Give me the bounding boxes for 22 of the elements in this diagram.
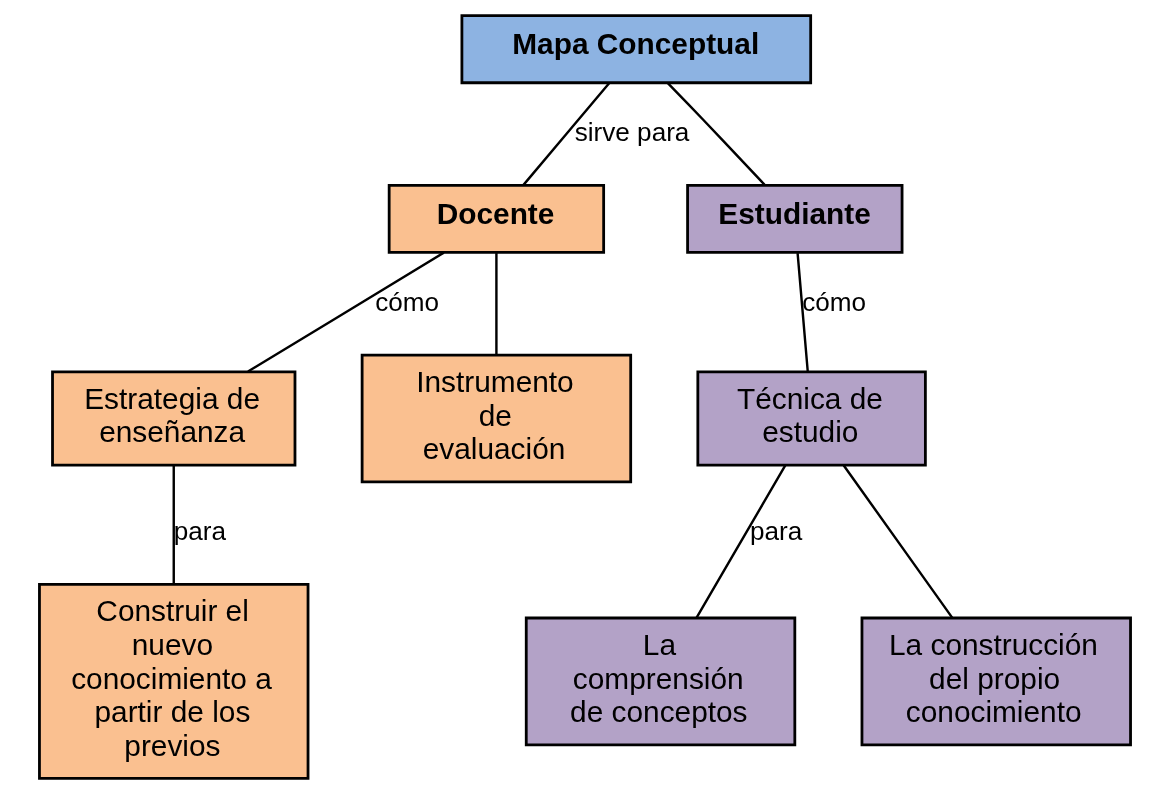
connector <box>666 82 766 186</box>
connector <box>247 251 445 373</box>
node-box: Instrumento de evaluación <box>360 353 633 484</box>
edge-label: sirve para <box>574 116 690 147</box>
connector <box>495 253 498 355</box>
edge-label: cómo <box>375 286 440 317</box>
node-box: Estrategia de enseñanza <box>51 370 297 467</box>
node-box: Mapa Conceptual <box>460 14 813 85</box>
node-box: Técnica de estudio <box>696 370 927 467</box>
node-box: Estudiante <box>686 183 904 254</box>
node-box: Docente <box>387 183 606 254</box>
edge-label: cómo <box>802 286 867 317</box>
edge-label: para <box>750 516 803 547</box>
connector <box>522 82 611 186</box>
edge-label: para <box>173 516 227 547</box>
connector <box>796 253 809 372</box>
node-box: Construir el nuevo conocimiento a partir de los previos <box>38 583 310 780</box>
connector <box>695 464 787 619</box>
connector <box>842 464 954 619</box>
node-box: La comprensión de conceptos <box>524 616 797 747</box>
connector <box>172 465 175 584</box>
node-box: La construcción del propio conocimiento <box>860 616 1132 747</box>
